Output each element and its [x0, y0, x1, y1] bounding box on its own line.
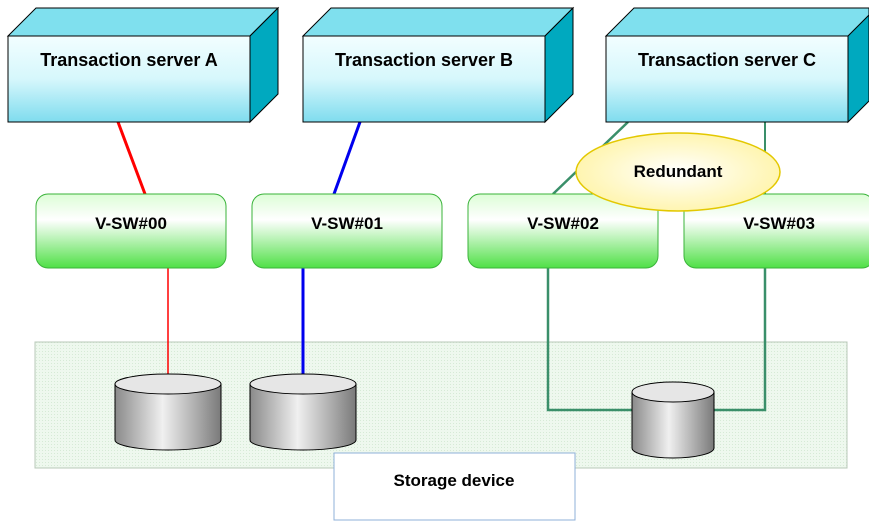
server-c-label: Transaction server C — [638, 50, 816, 70]
switch-vsw02-label: V-SW#02 — [527, 214, 599, 233]
switch-vsw03-box — [683, 193, 869, 269]
disk-1-top — [114, 373, 222, 395]
link-vsw03-disk-3 — [714, 268, 767, 412]
switch-vsw01-label: V-SW#01 — [311, 214, 383, 233]
switch-vsw00-label: V-SW#00 — [95, 214, 167, 233]
server-a-label: Transaction server A — [40, 50, 217, 70]
server-a-front — [7, 35, 251, 123]
disk-3-body — [631, 391, 715, 459]
disk-1-body — [114, 383, 222, 451]
link-server-a-vsw00 — [116, 121, 147, 195]
server-b: Transaction server B — [301, 6, 575, 124]
disk-3 — [631, 381, 715, 459]
switch-vsw01: V-SW#01 — [251, 193, 443, 269]
link-vsw02-disk-3 — [546, 268, 632, 412]
disk-1 — [114, 373, 222, 451]
disk-2-body — [249, 383, 357, 451]
disk-2-top — [249, 373, 357, 395]
redundant-label: Redundant — [634, 162, 723, 181]
server-c-front — [605, 35, 849, 123]
storage-device-label: Storage device — [394, 471, 515, 490]
server-a: Transaction server A — [6, 6, 280, 124]
switch-vsw01-box — [251, 193, 443, 269]
storage-device-label-box: Storage device — [333, 452, 576, 521]
redundant-callout: Redundant — [575, 132, 781, 212]
server-a-top — [6, 7, 280, 37]
storage-label-rect — [333, 452, 576, 521]
server-b-front — [302, 35, 546, 123]
server-b-top — [301, 7, 575, 37]
server-c: Transaction server C — [604, 7, 869, 124]
link-server-b-vsw01 — [332, 121, 362, 195]
switch-vsw02-box — [467, 193, 659, 269]
server-c-top — [604, 7, 869, 37]
disk-3-top — [631, 381, 715, 403]
switch-vsw02: V-SW#02 — [467, 193, 659, 269]
switch-vsw03: V-SW#03 — [683, 193, 869, 269]
switch-vsw00-box — [35, 193, 227, 269]
switch-vsw00: V-SW#00 — [35, 193, 227, 269]
disk-2 — [249, 373, 357, 451]
redundant-ellipse — [575, 132, 781, 212]
switch-vsw03-label: V-SW#03 — [743, 214, 815, 233]
server-b-label: Transaction server B — [335, 50, 513, 70]
